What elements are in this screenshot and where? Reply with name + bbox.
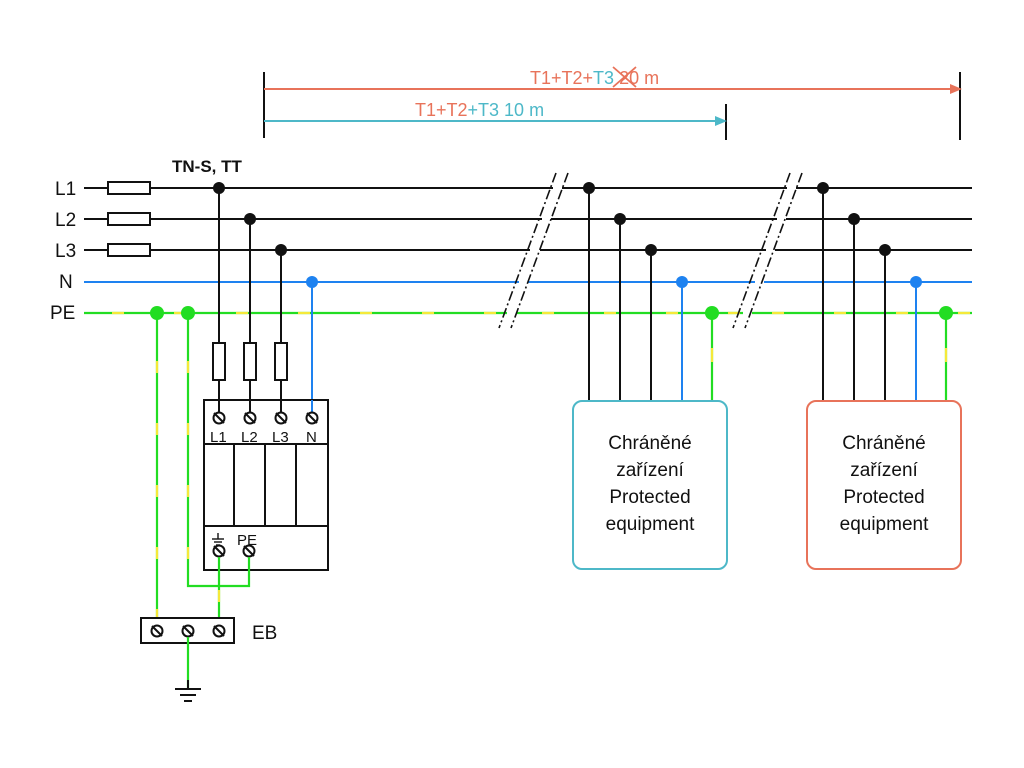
bus-label-pe: PE <box>50 303 75 324</box>
cross-out-mark <box>612 66 637 88</box>
terminal-screw-icon <box>242 544 256 558</box>
bus-label-l3: L3 <box>55 241 76 262</box>
spd-phase-wires <box>218 188 313 412</box>
terminal-label-n: N <box>306 429 317 446</box>
fuse-l1 <box>107 181 151 195</box>
pe-wiring-left <box>155 313 251 622</box>
line-fuses <box>107 181 151 257</box>
equipment-1-wiring <box>583 182 719 401</box>
terminal-screw-icon <box>212 624 226 638</box>
fuse-l3 <box>107 243 151 257</box>
surge-protection-device: L1 L2 L3 N PE <box>203 399 329 571</box>
terminal-screw-icon <box>212 411 226 425</box>
distance-arrows: T1+T2+T3 20 m T1+T2+T3 10 m <box>263 66 962 140</box>
equipment-2-wiring <box>817 182 953 401</box>
arrow-10m-label: T1+T2+T3 10 m <box>415 100 544 120</box>
system-label: TN-S, TT <box>172 157 242 176</box>
equipment-2-line-1: Chráněné <box>842 433 925 454</box>
terminal-screw-icon <box>150 624 164 638</box>
terminal-label-l3: L3 <box>272 429 289 446</box>
equipment-1-line-2: zařízení <box>616 460 684 481</box>
spd-fuses <box>212 342 288 381</box>
break-mark-1 <box>498 172 569 329</box>
equipment-2-line-3: Protected <box>843 487 924 508</box>
terminal-screw-icon <box>274 411 288 425</box>
fuse-l2 <box>107 212 151 226</box>
protected-equipment-2: Chráněné zařízení Protected equipment <box>806 400 962 570</box>
label-t3-crossed: T3 <box>593 68 614 88</box>
bus-label-l1: L1 <box>55 179 76 200</box>
arrow-20m-head <box>950 84 962 94</box>
bus-labels: L1 L2 L3 N PE <box>50 179 76 324</box>
terminal-label-l1: L1 <box>210 429 227 446</box>
terminal-screw-icon <box>305 411 319 425</box>
break-mark-2 <box>732 172 803 329</box>
label-20m: 20 m <box>614 68 659 88</box>
spd-fuse-l2 <box>243 342 257 381</box>
terminal-label-pe: PE <box>237 532 257 549</box>
arrow-10m-head <box>715 116 727 126</box>
arrow-20m-label: T1+T2+T3 20 m <box>530 68 659 88</box>
eb-label: EB <box>252 623 277 644</box>
terminal-label-l2: L2 <box>241 429 258 446</box>
equipment-1-line-1: Chráněné <box>608 433 691 454</box>
terminal-screw-icon <box>181 624 195 638</box>
terminal-screw-icon <box>243 411 257 425</box>
equipment-2-line-4: equipment <box>840 514 929 535</box>
equipment-2-line-2: zařízení <box>850 460 918 481</box>
spd-fuse-l1 <box>212 342 226 381</box>
terminal-screw-icon <box>212 544 226 558</box>
equipment-1-line-3: Protected <box>609 487 690 508</box>
label-t1t2: T1+T2 <box>415 100 468 120</box>
spd-fuse-l3 <box>274 342 288 381</box>
equipment-1-line-4: equipment <box>606 514 695 535</box>
ground-icon <box>175 637 201 702</box>
equipotential-bar: EB <box>140 617 277 644</box>
bus-label-l2: L2 <box>55 210 76 231</box>
label-t1t2: T1+T2+ <box>530 68 593 88</box>
bus-label-n: N <box>59 272 73 293</box>
label-t3-10m: +T3 10 m <box>468 100 545 120</box>
protected-equipment-1: Chráněné zařízení Protected equipment <box>572 400 728 570</box>
